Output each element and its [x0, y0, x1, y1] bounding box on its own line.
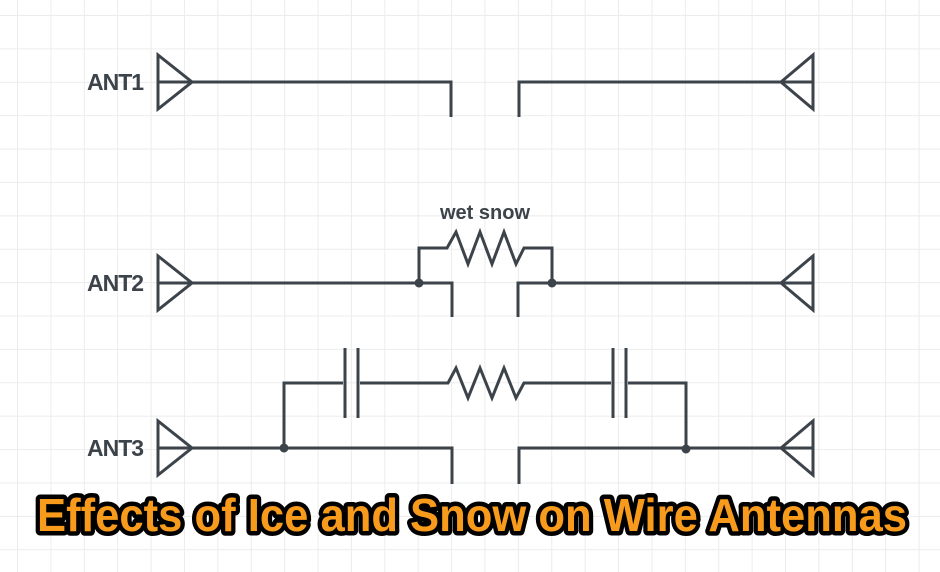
ant1-circuit — [156, 51, 815, 117]
ant3-circuit — [156, 348, 815, 484]
ant1-right-antenna-icon — [778, 51, 815, 113]
ant1-left-wire — [158, 80, 453, 117]
ant3-left-wire — [158, 446, 454, 484]
ant3-left-junction-dot — [279, 443, 289, 453]
ant2-label: ANT2 — [87, 270, 144, 296]
ant2-left-wire — [158, 281, 454, 317]
ant1-label: ANT1 — [87, 69, 144, 95]
ant3-bridge-left-wire — [282, 381, 343, 448]
ant3-label: ANT3 — [87, 435, 144, 461]
ant2-right-wire — [516, 281, 813, 317]
ant2-right-antenna-icon — [778, 252, 815, 314]
ant3-right-junction-dot — [681, 444, 691, 454]
wet-snow-label: wet snow — [439, 202, 530, 224]
ant2-circuit — [156, 227, 815, 317]
ant3-right-antenna-icon — [778, 417, 815, 479]
ant3-right-wire — [517, 446, 813, 484]
ant3-bridge-right-wire — [628, 381, 688, 448]
ant3-resistor-icon — [360, 363, 611, 403]
ant3-left-capacitor-icon — [343, 348, 360, 418]
ant3-right-capacitor-icon — [611, 348, 628, 418]
ant2-resistor-icon — [417, 227, 554, 283]
ant2-right-junction-dot — [547, 278, 557, 288]
ant1-right-wire — [517, 80, 813, 117]
ant2-left-junction-dot — [414, 278, 424, 288]
diagram-title: Effects of Ice and Snow on Wire Antennas — [37, 489, 907, 541]
